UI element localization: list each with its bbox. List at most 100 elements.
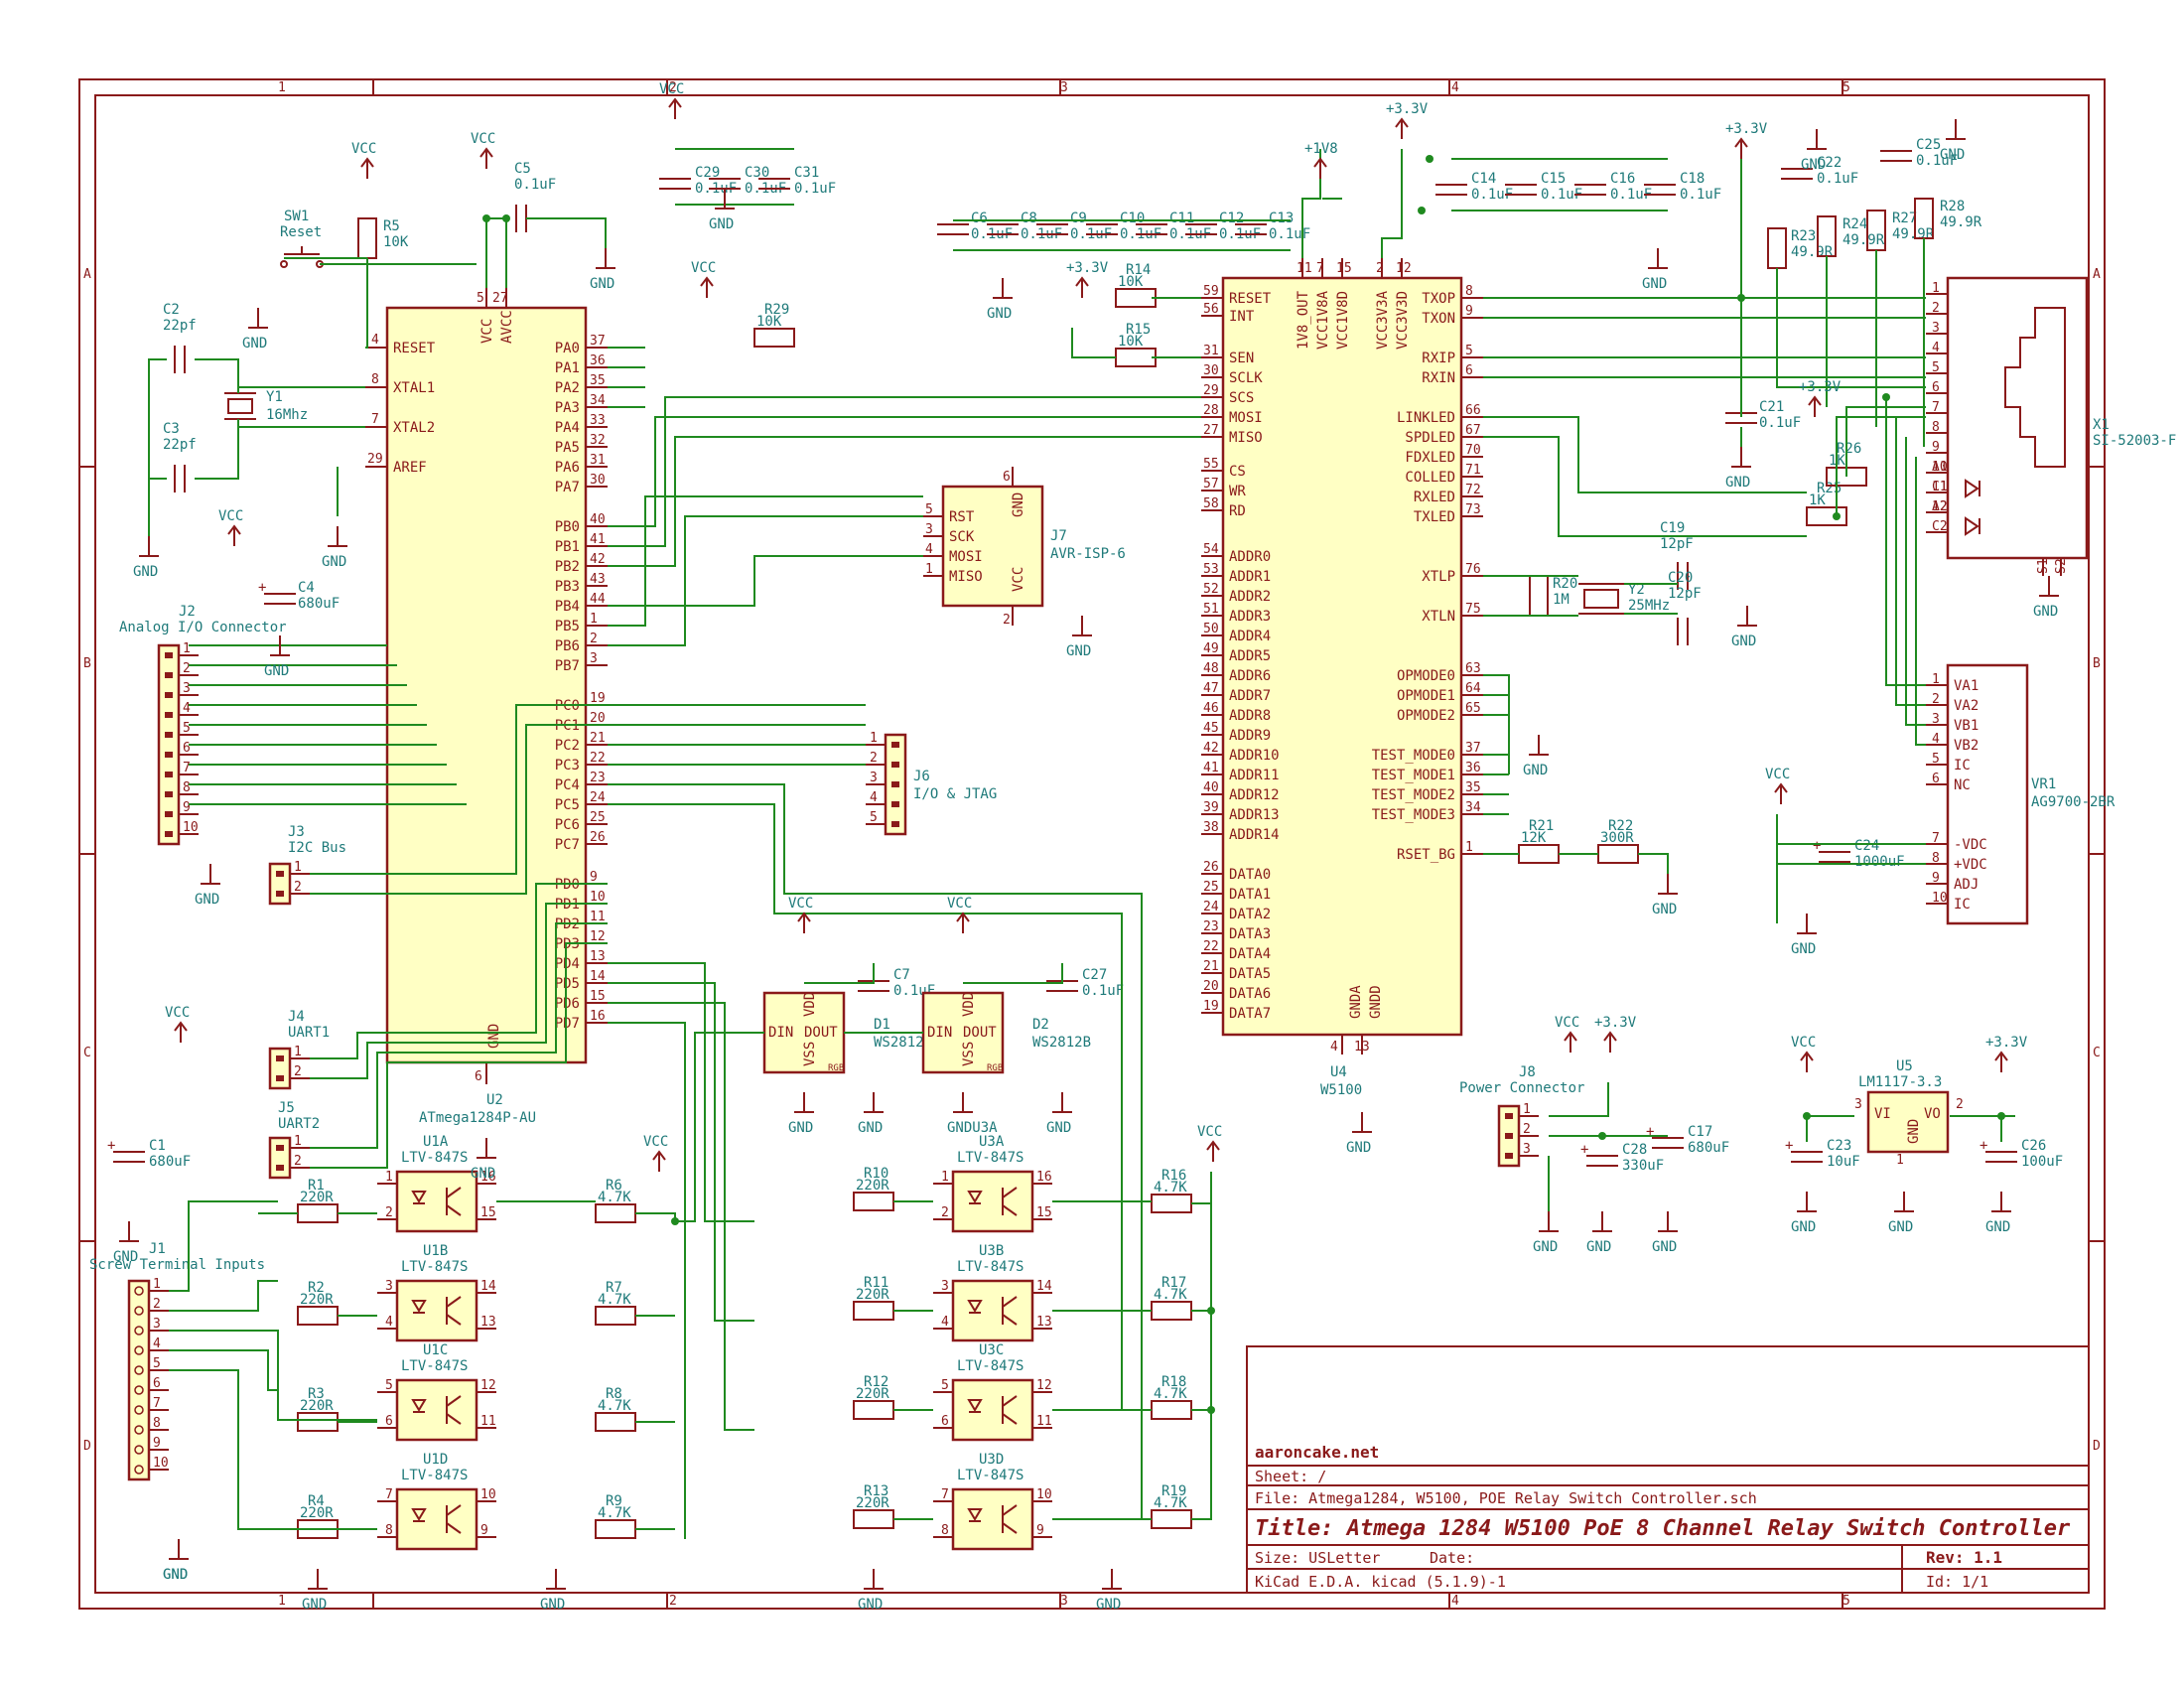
u2-pin-vcc-num: 5 <box>477 291 484 306</box>
u5-ref: U5 <box>1896 1058 1913 1074</box>
j6-pin-num-3: 3 <box>870 771 878 785</box>
capacitor-ref: C6 <box>971 211 988 226</box>
ground-label: GND <box>540 1597 565 1613</box>
u4-pin-num: 35 <box>1465 780 1481 795</box>
u4-pin-num: 30 <box>1203 363 1219 378</box>
ground-icon <box>864 1569 884 1590</box>
ground-label: GND <box>788 1120 813 1136</box>
j4-body <box>268 1047 292 1090</box>
title-block: aaroncake.net Sheet: / File: Atmega1284,… <box>1246 1345 2090 1594</box>
opto-led-icon <box>967 1191 983 1204</box>
x1-pin-num-1: 1 <box>1932 281 1940 296</box>
power-arrow-icon <box>479 147 493 169</box>
ground-icon <box>328 526 347 547</box>
title-size: Size: USLetter <box>1255 1549 1380 1567</box>
u2-pin-name-pa7: PA7 <box>555 480 580 495</box>
opto-ref-u1c: U1C <box>423 1342 448 1358</box>
opto-transistor-icon <box>446 1187 462 1216</box>
x1-value: SI-52003-F <box>2093 433 2176 449</box>
u4-w5100: U4 W5100 RESET59INT56SEN31SCLK30SCS29MOS… <box>1201 258 1483 1098</box>
power-arrow-icon <box>1808 395 1822 417</box>
opto-ref-u1a: U1A <box>423 1134 449 1150</box>
x1-pin-num-S2: S2 <box>2054 558 2069 574</box>
u4-pin-num: 7 <box>1316 261 1324 276</box>
u4-pin-num: 37 <box>1465 741 1481 756</box>
capacitor-value: 0.1uF <box>794 181 836 197</box>
x1-led2-icon <box>1965 516 1980 536</box>
u4-pin-num: 45 <box>1203 721 1219 736</box>
u2-pin-num: 12 <box>590 929 606 944</box>
power-label: +3.3V <box>1985 1035 2028 1051</box>
j7-pin-vcc-name: VCC <box>1011 567 1026 592</box>
u4-pin-name-test_mode3: TEST_MODE3 <box>1372 807 1455 823</box>
ground-label: GND <box>1791 941 1816 957</box>
capacitor-value: 22pf <box>163 318 197 334</box>
sw1-reset-switch[interactable]: SW1 Reset <box>280 209 324 268</box>
resistor-value: 10K <box>383 234 409 250</box>
zone-col-5-bottom: 5 <box>1843 1594 1850 1609</box>
u2-pin-name-pb2: PB2 <box>555 559 580 575</box>
resistor-ref: R17 <box>1161 1275 1186 1291</box>
j2-body <box>157 643 181 846</box>
d2-vss: VSS <box>961 1042 977 1066</box>
opto-transistor-icon <box>446 1395 462 1425</box>
vr1-pin-num: 10 <box>1932 891 1948 906</box>
ground-label: GND <box>1985 1219 2010 1235</box>
u2-pin-xtal2-name: XTAL2 <box>393 420 435 436</box>
u4-pin-num: 26 <box>1203 860 1219 875</box>
u4-pin-num: 29 <box>1203 383 1219 398</box>
u2-pin-num: 13 <box>590 949 606 964</box>
u4-pin-name-linkled: LINKLED <box>1397 410 1455 426</box>
j2-pin-icon <box>165 811 173 817</box>
u4-pin-name-mosi: MOSI <box>1229 410 1263 426</box>
resistor-r2 <box>297 1306 339 1326</box>
capacitor-ref: C28 <box>1622 1142 1647 1158</box>
power-label: +3.3V <box>1066 260 1109 276</box>
opto-value: LTV-847S <box>401 1150 468 1166</box>
j2-pin-num-5: 5 <box>183 721 191 736</box>
opto-ref-u1b: U1B <box>423 1243 448 1259</box>
u2-pin-name-pc3: PC3 <box>555 758 580 774</box>
x1-pin-num-12: 12 <box>1932 499 1948 514</box>
u4-pin-name-sclk: SCLK <box>1229 370 1263 386</box>
power-arrow-icon <box>174 1021 188 1043</box>
d2-vdd: VDD <box>961 992 977 1017</box>
x1-pin-num-A1: A1 <box>1932 460 1948 475</box>
opto-body-u3b <box>951 1279 1034 1342</box>
wire-junction <box>1426 155 1433 163</box>
wire <box>169 1200 278 1292</box>
u4-value: W5100 <box>1320 1082 1362 1098</box>
u4-pin-num: 38 <box>1203 820 1219 835</box>
u2-ref: U2 <box>486 1092 503 1108</box>
x1-pin-num-8: 8 <box>1932 420 1940 435</box>
u4-pin-name-opmode1: OPMODE1 <box>1397 688 1455 704</box>
power-label: VCC <box>788 896 813 912</box>
u4-pin-gndd-name: GNDD <box>1368 985 1384 1019</box>
ground-icon <box>1539 1211 1559 1232</box>
u4-pin-num: 50 <box>1203 622 1219 636</box>
vr1-pin-num: 1 <box>1932 672 1940 687</box>
u4-pin-num: 11 <box>1297 261 1312 276</box>
ground-icon <box>794 1092 814 1113</box>
u4-pin-gnda-num: 4 <box>1330 1040 1338 1055</box>
j5-pin-icon <box>276 1165 284 1171</box>
resistor-ref: R11 <box>864 1275 888 1291</box>
u5-pin-gnd: 1 <box>1896 1153 1904 1168</box>
ground-label: GND <box>1586 1239 1611 1255</box>
u4-pin-num: 47 <box>1203 681 1219 696</box>
wire <box>310 942 608 1169</box>
u2-pin-num: 32 <box>590 433 606 448</box>
wire-junction <box>1598 1132 1606 1140</box>
opto-pin-num: 12 <box>480 1378 496 1393</box>
opto-body-u1c <box>395 1378 478 1442</box>
j1-terminal-icon <box>134 1425 144 1435</box>
capacitor-value: 0.1uF <box>1082 983 1124 999</box>
vr1-pin-name: +VDC <box>1954 857 1987 873</box>
u2-pin-name-pc4: PC4 <box>555 777 580 793</box>
opto-couplers: 121615U1ALTV-847S341413U1BLTV-847S561211… <box>377 1134 1052 1551</box>
ground-label: GND <box>1046 1120 1071 1136</box>
u4-pin-num: 54 <box>1203 542 1219 557</box>
power-label: VCC <box>1765 767 1790 782</box>
capacitor-value: 680uF <box>149 1154 191 1170</box>
resistor-r7 <box>595 1306 636 1326</box>
